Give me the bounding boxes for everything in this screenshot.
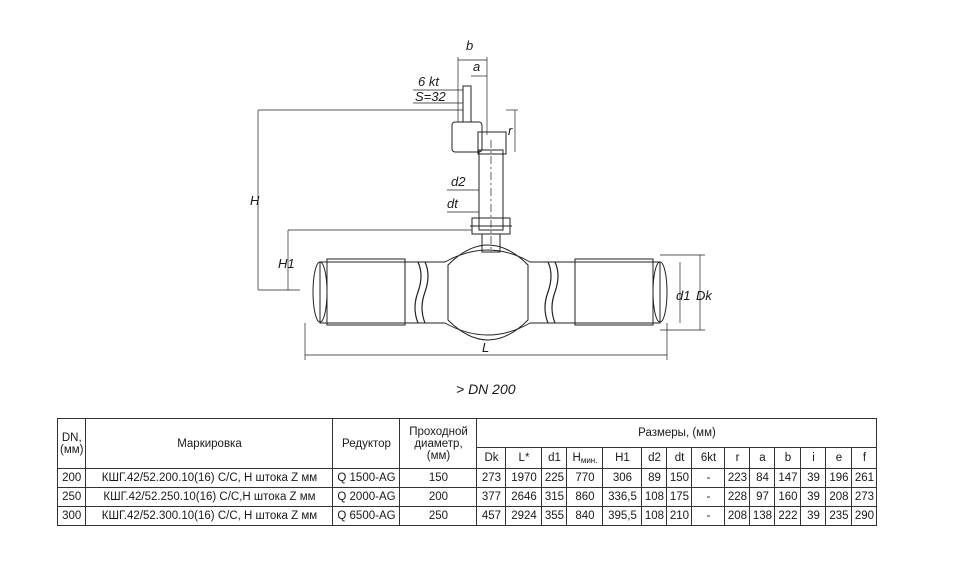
drive-shaft [462, 85, 472, 123]
cell-hmin: 840 [566, 506, 604, 526]
header-e: e [825, 447, 853, 469]
cell-hmin: 860 [566, 487, 604, 507]
cell-h1: 306 [602, 468, 643, 488]
dim-h-label: H [250, 193, 260, 208]
header-l: L* [505, 447, 543, 469]
cell-kt: - [691, 468, 726, 488]
ball-housing [447, 244, 529, 341]
cell-b: 147 [774, 468, 802, 488]
cell-r: 228 [724, 487, 751, 507]
cell-h1: 395,5 [602, 506, 643, 526]
header-h1: H1 [602, 447, 643, 469]
cell-b: 222 [774, 506, 802, 526]
cell-a: 97 [749, 487, 776, 507]
dim-d2-label: d2 [451, 174, 466, 189]
cell-r: 223 [724, 468, 751, 488]
cell-dt: 175 [666, 487, 693, 507]
cell-bore: 200 [399, 487, 478, 507]
cell-e: 208 [825, 487, 853, 507]
cell-dk: 377 [476, 487, 507, 507]
right-insulation-sleeve [574, 258, 654, 326]
dim-a-label: a [473, 59, 480, 74]
dim-hex-label: 6 kt [418, 74, 440, 89]
cell-i: 39 [800, 468, 827, 488]
dim-h1-label: H1 [278, 256, 295, 271]
cell-marking: КШГ.42/52.200.10(16) С/С, H штока Z мм [85, 468, 334, 488]
dim-dk-label: Dk [696, 288, 713, 303]
cell-d2: 108 [641, 487, 668, 507]
header-b: b [774, 447, 802, 469]
table-row: 200 КШГ.42/52.200.10(16) С/С, H штока Z … [56, 468, 878, 488]
left-insulation-sleeve [326, 258, 406, 326]
cell-d2: 89 [641, 468, 668, 488]
header-dn: DN,(мм) [56, 418, 87, 469]
cell-dk: 457 [476, 506, 507, 526]
dim-b-label: b [466, 38, 473, 53]
header-f: f [851, 447, 878, 469]
cell-l: 1970 [505, 468, 543, 488]
cell-dn: 250 [56, 487, 87, 507]
dim-dt-label: dt [447, 196, 459, 211]
cell-i: 39 [800, 487, 827, 507]
header-dimensions: Размеры, (мм) [476, 418, 878, 448]
header-marking: Маркировка [85, 418, 334, 469]
dim-l-label: L [482, 340, 489, 355]
cell-d1: 315 [541, 487, 568, 507]
cell-b: 160 [774, 487, 802, 507]
header-hmin: Hмин. [566, 447, 604, 469]
cell-dt: 210 [666, 506, 693, 526]
cell-marking: КШГ.42/52.300.10(16) С/С, Н штока Z мм [85, 506, 334, 526]
cell-a: 138 [749, 506, 776, 526]
cell-dk: 273 [476, 468, 507, 488]
cell-d1: 355 [541, 506, 568, 526]
cell-d1: 225 [541, 468, 568, 488]
cell-dn: 300 [56, 506, 87, 526]
cell-f: 273 [851, 487, 878, 507]
cell-f: 261 [851, 468, 878, 488]
cell-dn: 200 [56, 468, 87, 488]
cell-i: 39 [800, 506, 827, 526]
table-row: 300 КШГ.42/52.300.10(16) С/С, Н штока Z … [56, 506, 878, 526]
cell-reducer: Q 6500-AG [332, 506, 401, 526]
dim-s-label: S=32 [415, 89, 446, 104]
dim-d1-label: d1 [676, 288, 690, 303]
header-d1: d1 [541, 447, 568, 469]
cell-l: 2924 [505, 506, 543, 526]
cell-kt: - [691, 506, 726, 526]
cell-reducer: Q 1500-AG [332, 468, 401, 488]
header-kt: 6kt [691, 447, 726, 469]
cell-r: 208 [724, 506, 751, 526]
figure-caption: > DN 200 [456, 381, 516, 397]
cell-e: 196 [825, 468, 853, 488]
header-a: a [749, 447, 776, 469]
header-i: i [800, 447, 827, 469]
cell-bore: 150 [399, 468, 478, 488]
cell-hmin: 770 [566, 468, 604, 488]
valve-technical-drawing: b a 6 kt S=32 r H d2 dt H1 d1 Dk L [250, 38, 713, 360]
cell-d2: 108 [641, 506, 668, 526]
pipe-body [319, 249, 661, 336]
cell-e: 235 [825, 506, 853, 526]
cell-dt: 150 [666, 468, 693, 488]
cell-f: 290 [851, 506, 878, 526]
cell-h1: 336,5 [602, 487, 643, 507]
cell-l: 2646 [505, 487, 543, 507]
cell-bore: 250 [399, 506, 478, 526]
header-r: r [724, 447, 751, 469]
cell-reducer: Q 2000-AG [332, 487, 401, 507]
cell-a: 84 [749, 468, 776, 488]
header-d2: d2 [641, 447, 668, 469]
cell-kt: - [691, 487, 726, 507]
header-reducer: Редуктор [332, 418, 401, 469]
header-dk: Dk [476, 447, 507, 469]
dim-r-label: r [508, 123, 513, 138]
table-row: 250 КШГ.42/52.250.10(16) С/С,Н штока Z м… [56, 487, 878, 507]
cell-marking: КШГ.42/52.250.10(16) С/С,Н штока Z мм [85, 487, 334, 507]
header-dt: dt [666, 447, 693, 469]
